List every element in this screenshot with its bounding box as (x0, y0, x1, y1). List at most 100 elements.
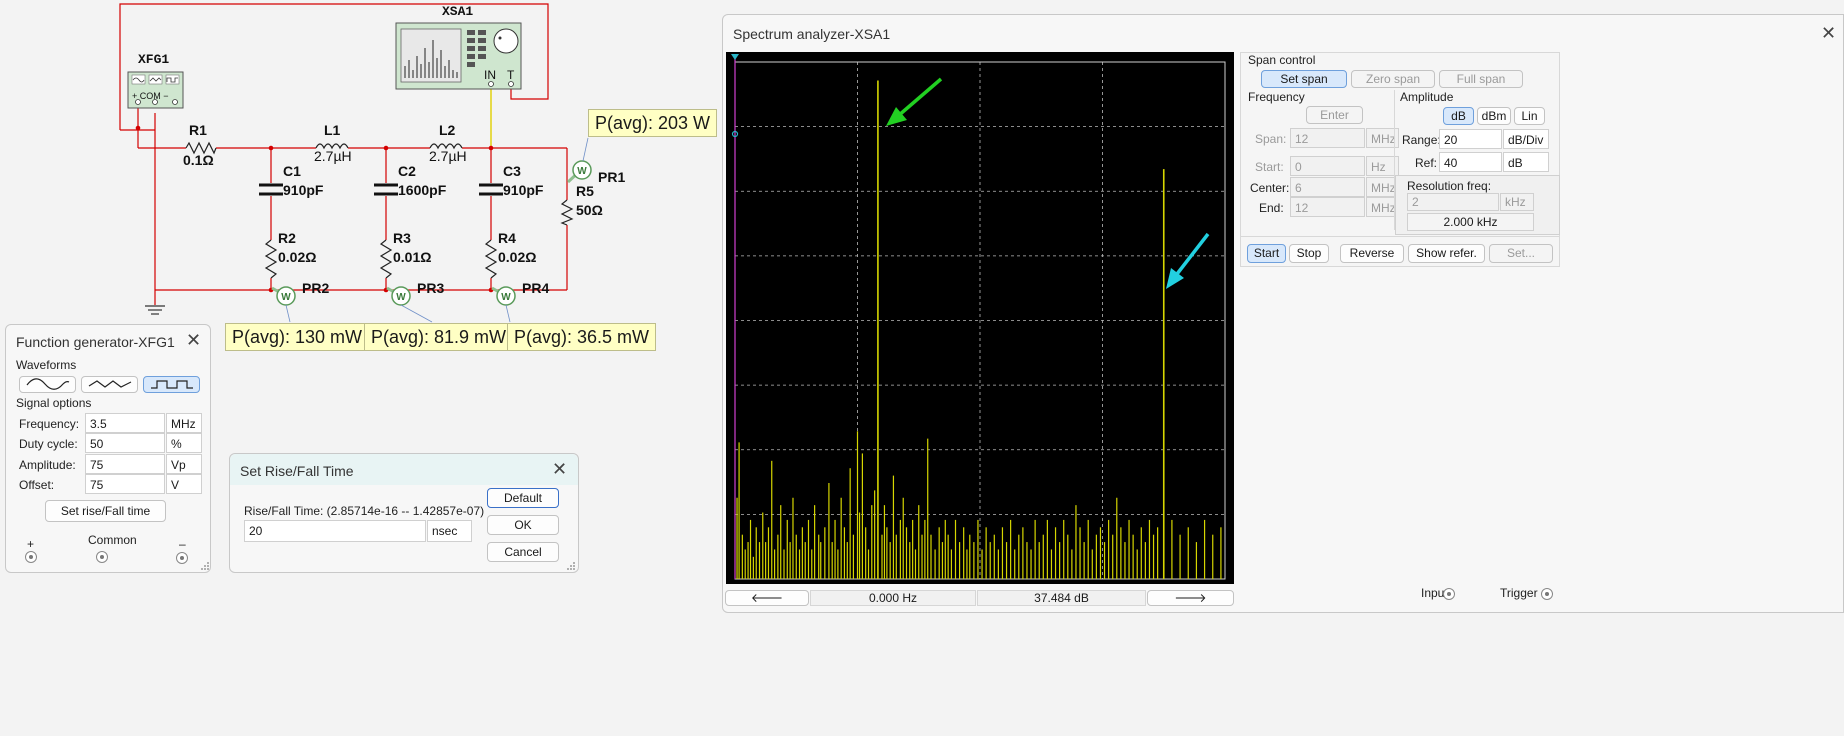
probe-pr2-reading[interactable]: P(avg): 130 mW (225, 323, 370, 351)
duty-cycle-unit[interactable]: % (166, 433, 202, 453)
duty-cycle-input[interactable]: 50 (85, 433, 165, 453)
set-span-button[interactable]: Set span (1261, 70, 1347, 88)
probe-pr1-reading[interactable]: P(avg): 203 W (588, 109, 718, 137)
xfg1-terminals: + COM − (132, 91, 169, 101)
full-span-button[interactable]: Full span (1439, 70, 1523, 88)
r1-name: R1 (189, 122, 207, 138)
plus-terminal-connector[interactable] (25, 551, 37, 563)
resize-grip-icon[interactable] (566, 561, 576, 571)
reverse-button[interactable]: Reverse (1340, 244, 1404, 263)
resolution-unit[interactable]: kHz (1500, 193, 1534, 211)
set-button[interactable]: Set... (1489, 244, 1553, 263)
minus-terminal-connector[interactable] (176, 552, 188, 564)
offset-label: Offset: (19, 478, 55, 492)
wattmeter-icon: W (501, 292, 511, 303)
ref-label: Ref: (1415, 156, 1438, 170)
square-wave-button[interactable] (143, 376, 200, 393)
green-arrow-icon (886, 77, 943, 126)
amplitude-group-label: Amplitude (1400, 90, 1454, 104)
lin-button[interactable]: Lin (1514, 107, 1545, 125)
rise-fall-range-text: Rise/Fall Time: (2.85714e-16 -- 1.42857e… (244, 504, 485, 518)
cursor-right-button[interactable]: 🡒 (1147, 590, 1234, 606)
pr2-name: PR2 (302, 280, 329, 296)
frequency-input[interactable]: 3.5 (85, 413, 165, 433)
c2-value: 1600pF (398, 182, 447, 198)
minus-terminal-label: – (179, 537, 186, 551)
center-input[interactable]: 6 (1290, 177, 1365, 197)
amplitude-unit[interactable]: Vp (166, 454, 202, 474)
start-unit[interactable]: Hz (1366, 156, 1399, 176)
rise-fall-time-input[interactable]: 20 (244, 520, 426, 542)
xsa1-label: XSA1 (442, 4, 473, 19)
start-button[interactable]: Start (1247, 244, 1286, 263)
window-title: Function generator-XFG1 (16, 334, 175, 350)
range-unit[interactable]: dB/Div (1503, 129, 1549, 149)
start-label: Start: (1255, 160, 1284, 174)
l2-name: L2 (439, 122, 456, 138)
triangle-wave-button[interactable] (81, 376, 138, 393)
close-icon[interactable]: ✕ (1821, 23, 1837, 43)
default-button[interactable]: Default (487, 488, 559, 508)
enter-button[interactable]: Enter (1306, 106, 1363, 124)
end-label: End: (1259, 201, 1284, 215)
spectrum-display[interactable] (726, 52, 1234, 584)
resolution-input[interactable]: 2 (1407, 193, 1499, 211)
span-input[interactable]: 12 (1290, 128, 1365, 148)
cursor-left-button[interactable]: 🡐 (725, 590, 809, 606)
amplitude-input[interactable]: 75 (85, 454, 165, 474)
center-label: Center: (1250, 181, 1290, 195)
right-arrow-icon: 🡒 (1174, 591, 1207, 605)
plus-terminal-label: + (27, 537, 35, 551)
sine-wave-button[interactable] (19, 376, 76, 393)
waveforms-group-label: Waveforms (16, 358, 77, 372)
sine-wave-icon (26, 378, 69, 390)
trigger-label: Trigger (1500, 586, 1538, 600)
zero-span-button[interactable]: Zero span (1351, 70, 1435, 88)
range-input[interactable]: 20 (1439, 129, 1502, 149)
db-button[interactable]: dB (1443, 107, 1474, 125)
end-unit[interactable]: MHz (1366, 197, 1399, 217)
close-icon[interactable]: ✕ (552, 459, 568, 479)
cursor-frequency-readout: 0.000 Hz (810, 590, 976, 606)
range-label: Range: (1402, 133, 1441, 147)
rise-fall-unit[interactable]: nsec (427, 520, 472, 542)
xfg1-label: XFG1 (138, 52, 169, 67)
probe-pr3-reading[interactable]: P(avg): 81.9 mW (364, 323, 514, 351)
set-rise-fall-time-button[interactable]: Set rise/Fall time (45, 500, 166, 522)
circuit-schematic: XFG1 XSA1 + COM − IN T R1 0.1Ω L1 2.7µH … (119, 3, 625, 323)
wattmeter-icon: W (396, 292, 406, 303)
ok-button[interactable]: OK (487, 515, 559, 535)
common-terminal-connector[interactable] (96, 551, 108, 563)
frequency-unit[interactable]: MHz (166, 413, 202, 433)
wattmeter-icon: W (577, 166, 587, 177)
span-unit[interactable]: MHz (1366, 128, 1399, 148)
ref-input[interactable]: 40 (1439, 152, 1502, 172)
pr3-name: PR3 (417, 280, 444, 296)
input-connector[interactable] (1443, 588, 1455, 600)
resize-grip-icon[interactable] (200, 561, 210, 571)
close-icon[interactable]: ✕ (186, 330, 202, 350)
stop-button[interactable]: Stop (1289, 244, 1329, 263)
show-reference-button[interactable]: Show refer. (1408, 244, 1485, 263)
ref-unit[interactable]: dB (1503, 152, 1549, 172)
dbm-button[interactable]: dBm (1477, 107, 1511, 125)
input-label: Input (1421, 586, 1448, 600)
offset-input[interactable]: 75 (85, 474, 165, 494)
triangle-wave-icon (88, 380, 131, 388)
cancel-button[interactable]: Cancel (487, 542, 559, 562)
trigger-connector[interactable] (1541, 588, 1553, 600)
start-input[interactable]: 0 (1290, 156, 1365, 176)
r5-value: 50Ω (576, 202, 603, 218)
center-unit[interactable]: MHz (1366, 177, 1399, 197)
end-input[interactable]: 12 (1290, 197, 1365, 217)
offset-unit[interactable]: V (166, 474, 202, 494)
pr1-name: PR1 (598, 169, 625, 185)
window-title: Spectrum analyzer-XSA1 (733, 26, 891, 42)
common-terminal-label: Common (88, 533, 137, 547)
signal-options-group-label: Signal options (16, 396, 92, 410)
r4-value: 0.02Ω (498, 249, 536, 265)
resolution-display: 2.000 kHz (1407, 213, 1534, 231)
r2-name: R2 (278, 230, 296, 246)
probe-pr4-reading[interactable]: P(avg): 36.5 mW (507, 323, 657, 351)
cursor-marker-icon[interactable] (731, 54, 739, 60)
